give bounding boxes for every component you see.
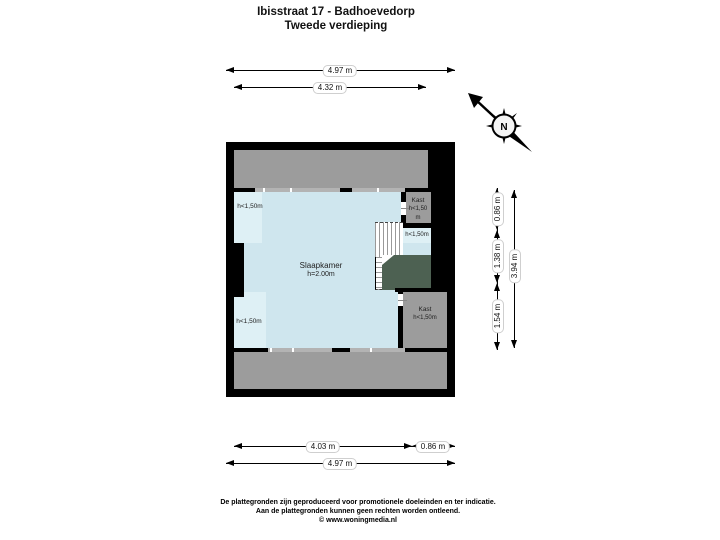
window-top xyxy=(255,188,405,192)
room-label-kast-top: Kast h<1,50 m xyxy=(403,196,433,223)
stairs-lower-flight xyxy=(375,257,382,290)
footer-line-3: © www.woningmedia.nl xyxy=(318,517,397,524)
compass-icon: N xyxy=(468,93,532,152)
dim-bottom-outer-label: 4.97 m xyxy=(322,458,358,470)
low-height-label-top-left: h<1,50m xyxy=(237,203,263,210)
title-address: Ibisstraat 17 - Badhoevedorp xyxy=(257,6,415,18)
wall-segment-bottom xyxy=(332,348,350,352)
compass-north-label: N xyxy=(500,122,507,133)
wall-segment-top xyxy=(340,188,352,192)
low-height-label-stairs: h<1,50m xyxy=(405,232,429,238)
floor-plan: h<1,50m h<1,50m Slaapkamer h=2.00m Kast … xyxy=(226,142,455,397)
dim-bottom-right-label: 0.86 m xyxy=(415,441,451,453)
window-mullion xyxy=(377,188,379,192)
low-height-zone-bottom-left xyxy=(234,292,266,348)
dim-right-total-label: 3.94 m xyxy=(509,248,521,284)
stairs xyxy=(375,222,403,257)
dim-bottom-left-label: 4.03 m xyxy=(305,441,341,453)
chimney xyxy=(230,243,244,297)
closet-top-wall-bottom xyxy=(401,223,431,228)
room-height: h=2.00m xyxy=(307,271,335,278)
footer-disclaimer: De plattegronden zijn geproduceerd voor … xyxy=(108,498,608,525)
closet-bottom-wall-left xyxy=(398,288,403,348)
roof-area-bottom xyxy=(234,352,447,389)
window-mullion xyxy=(370,348,372,352)
room-height: h<1,50m xyxy=(413,315,437,321)
wall-right-column xyxy=(431,192,447,290)
window-mullion xyxy=(292,348,294,352)
closet-bottom xyxy=(403,292,447,348)
dim-top-outer-label: 4.97 m xyxy=(322,65,358,77)
closet-top-door-leaf xyxy=(401,208,410,209)
footer-line-2: Aan de plattegronden kunnen geen rechten… xyxy=(255,508,461,515)
room-label-kast-bottom: Kast h<1,50m xyxy=(403,305,447,323)
dim-top-inner-label: 4.32 m xyxy=(312,82,348,94)
closet-top xyxy=(406,192,431,223)
window-mullion xyxy=(270,348,272,352)
dim-right-middle-label: 1.38 m xyxy=(492,238,504,274)
room-label-slaapkamer: Slaapkamer h=2.00m xyxy=(271,261,371,279)
window-mullion xyxy=(290,188,292,192)
low-height-label-bottom-left: h<1,50m xyxy=(236,318,262,325)
dim-right-bottom-label: 1.54 m xyxy=(492,298,504,334)
footer-line-1: De plattegronden zijn geproduceerd voor … xyxy=(220,499,496,506)
stairs-turn xyxy=(382,255,394,265)
room-height: h<1,50 m xyxy=(408,206,428,221)
window-mullion xyxy=(263,188,265,192)
dim-right-top-label: 0.86 m xyxy=(492,191,504,227)
closet-bottom-wall-top xyxy=(395,288,447,292)
low-height-zone-stairs xyxy=(403,228,431,243)
title-floor: Tweede verdieping xyxy=(284,20,388,32)
low-height-zone-top-left xyxy=(234,192,262,243)
room-name: Slaapkamer xyxy=(299,261,343,270)
roof-area-top xyxy=(234,150,428,188)
room-name: Kast xyxy=(411,197,425,204)
room-name: Kast xyxy=(418,306,432,313)
page-title: Ibisstraat 17 - Badhoevedorp Tweede verd… xyxy=(168,5,504,33)
closet-bottom-door-leaf xyxy=(398,300,407,301)
